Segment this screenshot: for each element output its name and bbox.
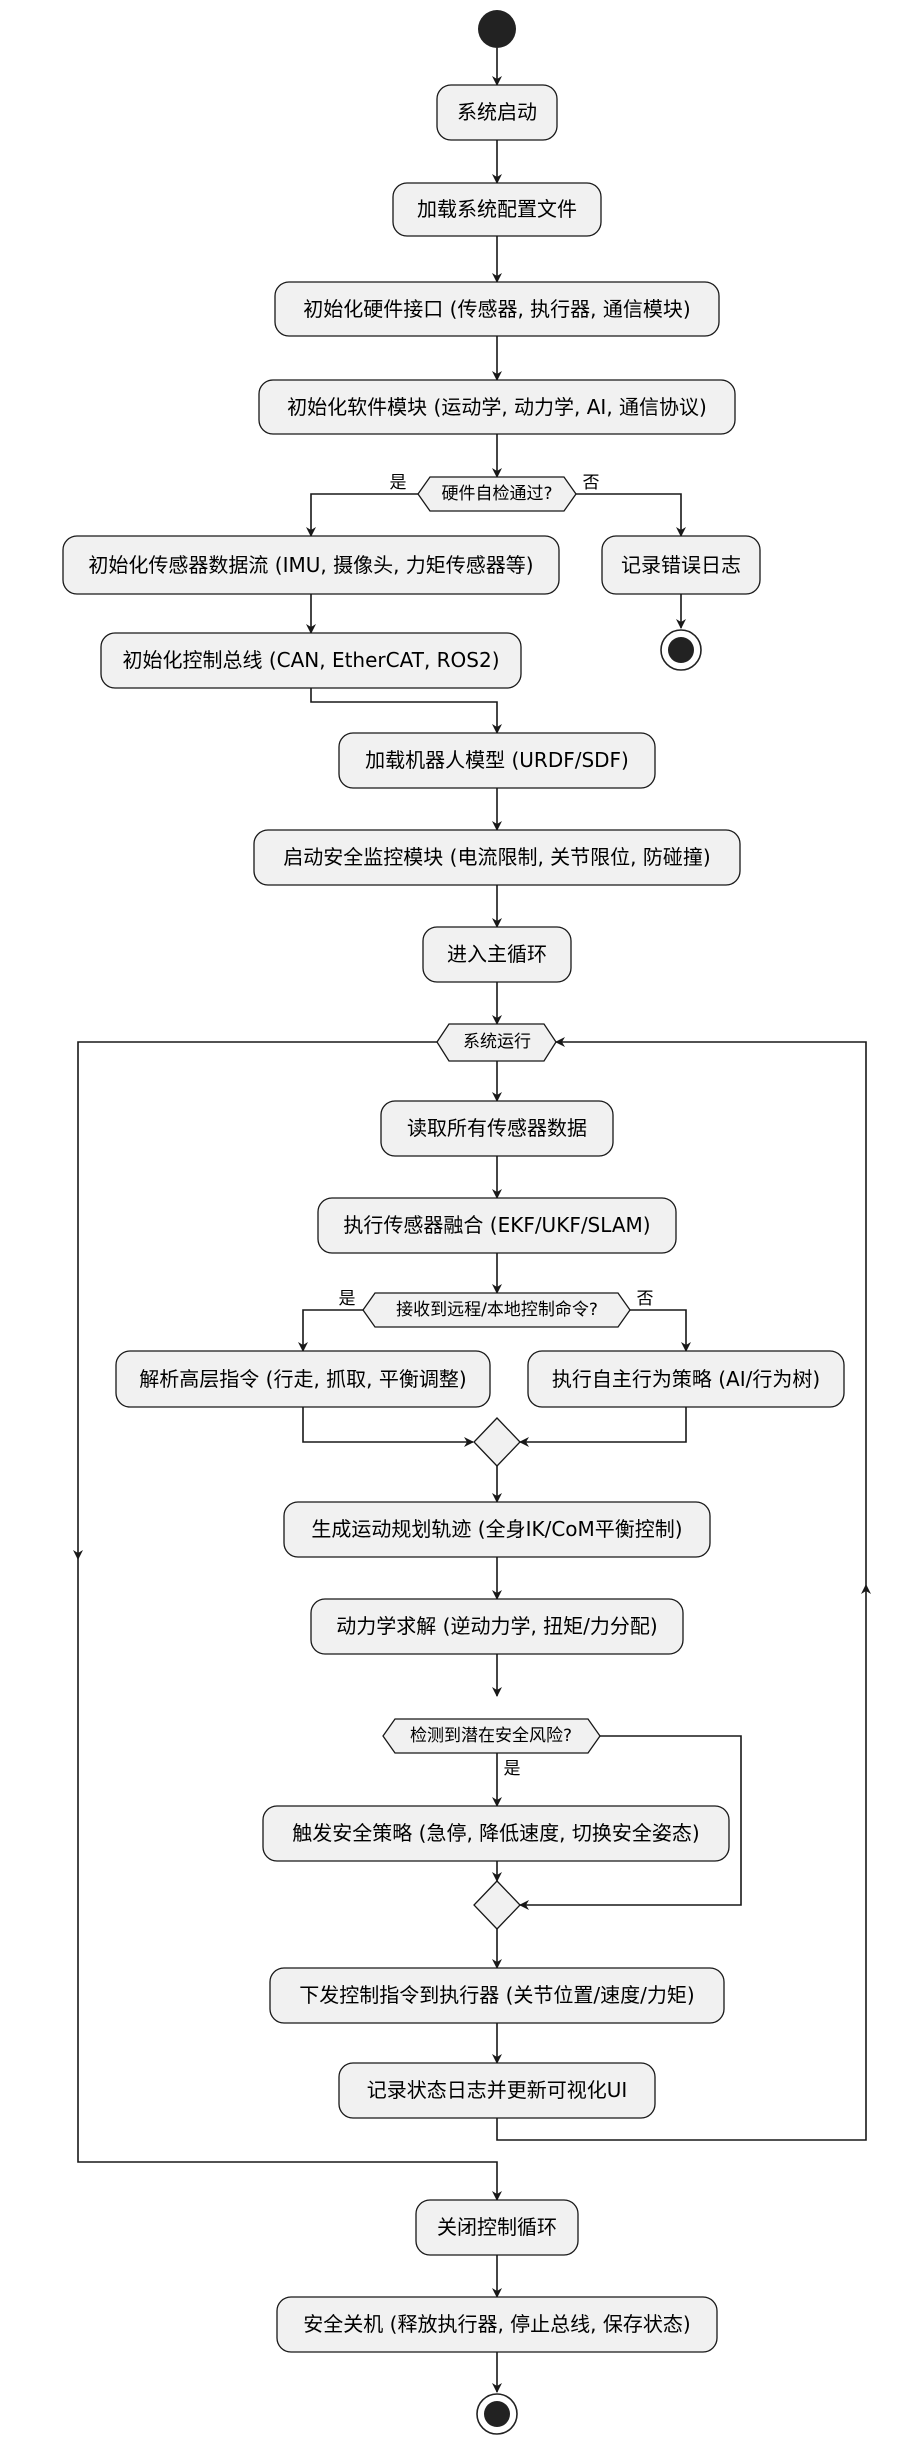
activity-system-start: 系统启动 xyxy=(436,84,558,141)
svg-text:检测到潜在安全风险?: 检测到潜在安全风险? xyxy=(410,1726,572,1746)
activity-trigger-safety-strategy: 触发安全策略 (急停, 降低速度, 切换安全姿态) xyxy=(262,1805,730,1862)
svg-text:记录错误日志: 记录错误日志 xyxy=(621,553,741,577)
activity-sensor-fusion: 执行传感器融合 (EKF/UKF/SLAM) xyxy=(317,1197,677,1254)
label-yes: 是 xyxy=(390,473,407,493)
label-no: 否 xyxy=(637,1289,654,1309)
svg-text:记录状态日志并更新可视化UI: 记录状态日志并更新可视化UI xyxy=(367,2078,628,2102)
edges xyxy=(73,48,871,2393)
start-node xyxy=(478,10,516,48)
activity-init-control-bus: 初始化控制总线 (CAN, EtherCAT, ROS2) xyxy=(100,632,522,689)
activity-log-error: 记录错误日志 xyxy=(601,535,761,595)
decision-hardware-selftest: 硬件自检通过? 是 否 xyxy=(390,473,600,512)
svg-text:执行传感器融合 (EKF/UKF/SLAM): 执行传感器融合 (EKF/UKF/SLAM) xyxy=(343,1213,650,1237)
merge-node xyxy=(473,1880,521,1930)
activity-parse-high-level-command: 解析高层指令 (行走, 抓取, 平衡调整) xyxy=(115,1350,491,1408)
end-node-error xyxy=(660,629,702,671)
svg-text:初始化硬件接口 (传感器, 执行器, 通信模块): 初始化硬件接口 (传感器, 执行器, 通信模块) xyxy=(303,297,690,321)
activity-send-commands: 下发控制指令到执行器 (关节位置/速度/力矩) xyxy=(269,1967,725,2024)
svg-text:关闭控制循环: 关闭控制循环 xyxy=(437,2215,557,2239)
activity-init-software: 初始化软件模块 (运动学, 动力学, AI, 通信协议) xyxy=(258,379,736,435)
decision-control-command: 接收到远程/本地控制命令? 是 否 xyxy=(339,1289,654,1328)
activity-motion-planning: 生成运动规划轨迹 (全身IK/CoM平衡控制) xyxy=(283,1501,711,1558)
svg-text:加载机器人模型 (URDF/SDF): 加载机器人模型 (URDF/SDF) xyxy=(365,748,629,772)
svg-text:安全关机 (释放执行器, 停止总线, 保存状态): 安全关机 (释放执行器, 停止总线, 保存状态) xyxy=(303,2312,690,2336)
activity-load-robot-model: 加载机器人模型 (URDF/SDF) xyxy=(338,732,656,789)
svg-text:初始化控制总线 (CAN, EtherCAT, ROS2): 初始化控制总线 (CAN, EtherCAT, ROS2) xyxy=(122,648,499,672)
svg-text:启动安全监控模块 (电流限制, 关节限位, 防碰撞): 启动安全监控模块 (电流限制, 关节限位, 防碰撞) xyxy=(283,845,710,869)
svg-text:初始化软件模块 (运动学, 动力学, AI, 通信协议): 初始化软件模块 (运动学, 动力学, AI, 通信协议) xyxy=(287,395,707,419)
svg-text:读取所有传感器数据: 读取所有传感器数据 xyxy=(407,1116,587,1140)
activity-safe-shutdown: 安全关机 (释放执行器, 停止总线, 保存状态) xyxy=(276,2296,718,2353)
svg-text:生成运动规划轨迹 (全身IK/CoM平衡控制): 生成运动规划轨迹 (全身IK/CoM平衡控制) xyxy=(311,1517,682,1541)
activity-load-config: 加载系统配置文件 xyxy=(392,182,602,237)
activity-dynamics-solve: 动力学求解 (逆动力学, 扭矩/力分配) xyxy=(310,1598,684,1655)
activity-enter-main-loop: 进入主循环 xyxy=(422,926,572,983)
svg-text:下发控制指令到执行器 (关节位置/速度/力矩): 下发控制指令到执行器 (关节位置/速度/力矩) xyxy=(299,1983,694,2007)
label-yes: 是 xyxy=(504,1759,521,1779)
svg-text:接收到远程/本地控制命令?: 接收到远程/本地控制命令? xyxy=(396,1300,598,1320)
activity-init-hardware: 初始化硬件接口 (传感器, 执行器, 通信模块) xyxy=(274,281,720,337)
activity-start-safety-monitor: 启动安全监控模块 (电流限制, 关节限位, 防碰撞) xyxy=(253,829,741,886)
merge-node xyxy=(473,1417,521,1467)
activity-init-sensor-stream: 初始化传感器数据流 (IMU, 摄像头, 力矩传感器等) xyxy=(62,535,560,595)
activity-log-and-update-ui: 记录状态日志并更新可视化UI xyxy=(338,2062,656,2119)
activity-autonomous-behavior: 执行自主行为策略 (AI/行为树) xyxy=(527,1350,845,1408)
svg-text:系统启动: 系统启动 xyxy=(457,100,537,124)
svg-text:触发安全策略 (急停, 降低速度, 切换安全姿态): 触发安全策略 (急停, 降低速度, 切换安全姿态) xyxy=(292,1821,699,1845)
svg-text:解析高层指令 (行走, 抓取, 平衡调整): 解析高层指令 (行走, 抓取, 平衡调整) xyxy=(139,1367,466,1391)
label-yes: 是 xyxy=(339,1289,356,1309)
end-node-final xyxy=(476,2393,518,2435)
svg-text:系统运行: 系统运行 xyxy=(463,1032,531,1052)
activity-close-control-loop: 关闭控制循环 xyxy=(415,2199,579,2256)
svg-text:加载系统配置文件: 加载系统配置文件 xyxy=(417,197,577,221)
label-no: 否 xyxy=(583,473,600,493)
activity-read-sensors: 读取所有传感器数据 xyxy=(380,1100,614,1157)
svg-text:动力学求解 (逆动力学, 扭矩/力分配): 动力学求解 (逆动力学, 扭矩/力分配) xyxy=(336,1614,657,1638)
decision-system-running: 系统运行 xyxy=(436,1023,557,1062)
svg-text:初始化传感器数据流 (IMU, 摄像头, 力矩传感器等): 初始化传感器数据流 (IMU, 摄像头, 力矩传感器等) xyxy=(88,553,533,577)
svg-text:执行自主行为策略 (AI/行为树): 执行自主行为策略 (AI/行为树) xyxy=(552,1367,820,1391)
decision-safety-risk: 检测到潜在安全风险? 是 xyxy=(382,1718,601,1779)
svg-text:硬件自检通过?: 硬件自检通过? xyxy=(441,484,552,504)
svg-text:进入主循环: 进入主循环 xyxy=(447,942,547,966)
